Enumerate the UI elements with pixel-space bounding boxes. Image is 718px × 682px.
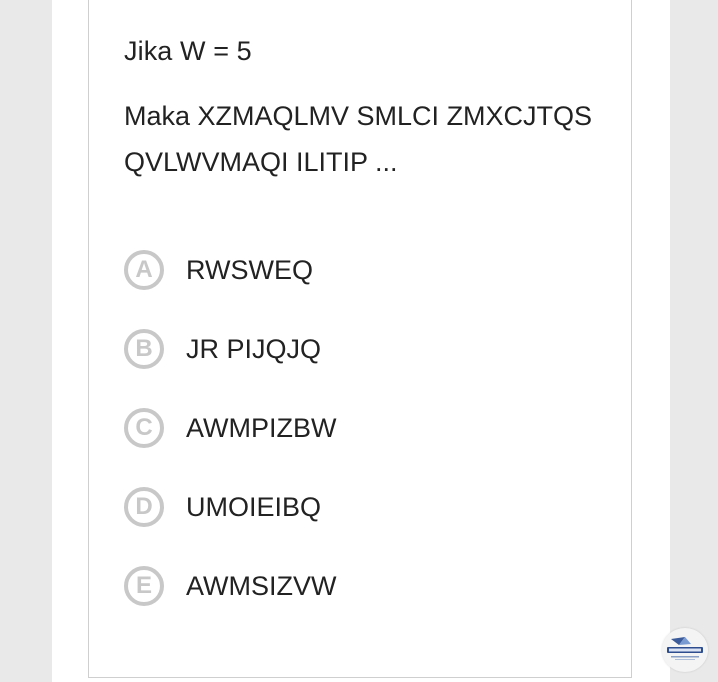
option-a[interactable]: A RWSWEQ [124, 246, 336, 294]
option-c[interactable]: C AWMPIZBW [124, 404, 336, 452]
option-b[interactable]: B JR PIJQJQ [124, 325, 336, 373]
option-a-text: RWSWEQ [186, 254, 313, 285]
option-c-letter: C [124, 408, 164, 448]
right-margin [670, 0, 718, 682]
option-a-letter: A [124, 250, 164, 290]
option-d-letter: D [124, 487, 164, 527]
option-e-text: AWMSIZVW [186, 570, 337, 601]
question-card [88, 0, 632, 678]
brand-logo-graphic [667, 637, 703, 660]
option-d[interactable]: D UMOIEIBQ [124, 483, 336, 531]
answer-options: A RWSWEQ B JR PIJQJQ C AWMPIZBW D UMOIEI… [124, 246, 336, 641]
left-margin [0, 0, 52, 682]
question-premise: Jika W = 5 [124, 36, 252, 66]
option-b-text: JR PIJQJQ [186, 333, 322, 364]
option-e-letter: E [124, 566, 164, 606]
option-b-letter: B [124, 329, 164, 369]
question-text: Maka XZMAQLMV SMLCI ZMXCJTQS QVLWVMAQI I… [124, 101, 593, 177]
option-d-text: UMOIEIBQ [186, 491, 322, 522]
option-e[interactable]: E AWMSIZVW [124, 562, 336, 610]
option-c-text: AWMPIZBW [186, 412, 337, 443]
brand-logo-icon [662, 628, 708, 672]
